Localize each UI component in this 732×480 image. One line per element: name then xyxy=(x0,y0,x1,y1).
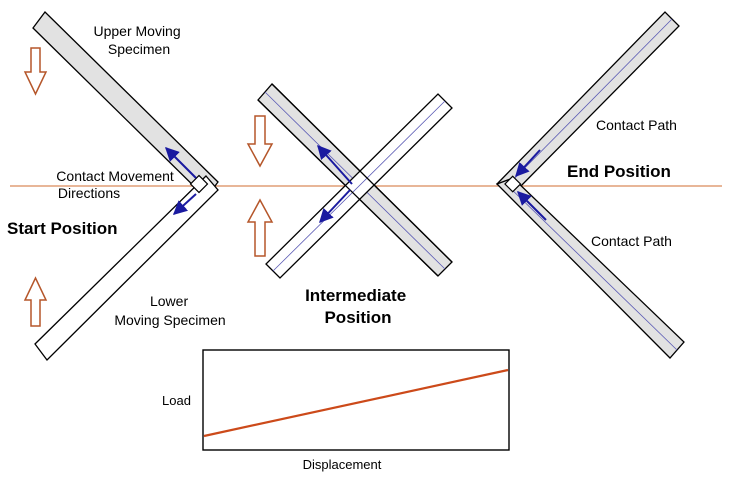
load-displacement-graph xyxy=(202,349,510,451)
contact-path-label-lower: Contact Path xyxy=(591,233,672,249)
intermediate-position-label: Intermediate Position xyxy=(305,286,411,327)
lower-specimen-bar-start xyxy=(34,175,219,361)
start-position-label: Start Position xyxy=(7,219,118,238)
up-motion-arrow-intermediate xyxy=(246,198,274,257)
contact-arrow-upper-end xyxy=(515,149,541,178)
contact-path-label-upper: Contact Path xyxy=(596,117,677,133)
intermediate-position-label-line1: Intermediate xyxy=(305,286,406,305)
intermediate-position-label-line2: Position xyxy=(324,308,391,327)
lower-specimen-label-line2: Moving Specimen xyxy=(114,312,225,328)
end-position-group xyxy=(495,11,685,359)
down-motion-arrow-start xyxy=(23,47,48,96)
contact-arrow-up-start xyxy=(165,147,197,179)
contact-arrow-lower-end xyxy=(517,191,547,221)
upper-specimen-label-line2: Specimen xyxy=(108,41,170,57)
lower-specimen-label-line1: Lower xyxy=(150,293,188,309)
start-position-group xyxy=(23,11,219,361)
contact-movement-label-line1: Contact Movement xyxy=(56,168,174,184)
load-line xyxy=(203,368,509,438)
contact-arrow-up-intermediate xyxy=(317,144,353,185)
contact-path-line-end-lower xyxy=(504,182,678,351)
graph-xlabel: Displacement xyxy=(303,457,382,472)
contact-path-line-end-upper xyxy=(504,18,673,189)
contact-arrow-down-intermediate xyxy=(319,189,351,224)
intermediate-position-group xyxy=(246,83,453,279)
contact-square-end xyxy=(504,175,522,193)
contact-square-start xyxy=(189,174,209,194)
up-motion-arrow-start xyxy=(23,276,48,327)
contact-movement-label-line2: Directions xyxy=(58,185,120,201)
graph-frame xyxy=(202,349,510,451)
lower-specimen-bar-end xyxy=(495,177,685,359)
end-position-label: End Position xyxy=(567,162,671,181)
upper-specimen-label: Upper Moving Specimen xyxy=(93,23,184,57)
graph-ylabel: Load xyxy=(162,393,191,408)
down-motion-arrow-intermediate xyxy=(246,115,274,168)
contact-arrow-down-start xyxy=(172,193,197,215)
contact-movement-label: Contact Movement Directions xyxy=(56,168,177,201)
contact-path-line-intermediate-lower xyxy=(272,100,446,272)
lower-specimen-label: Lower Moving Specimen xyxy=(114,293,225,328)
upper-specimen-label-line1: Upper Moving xyxy=(93,23,180,39)
